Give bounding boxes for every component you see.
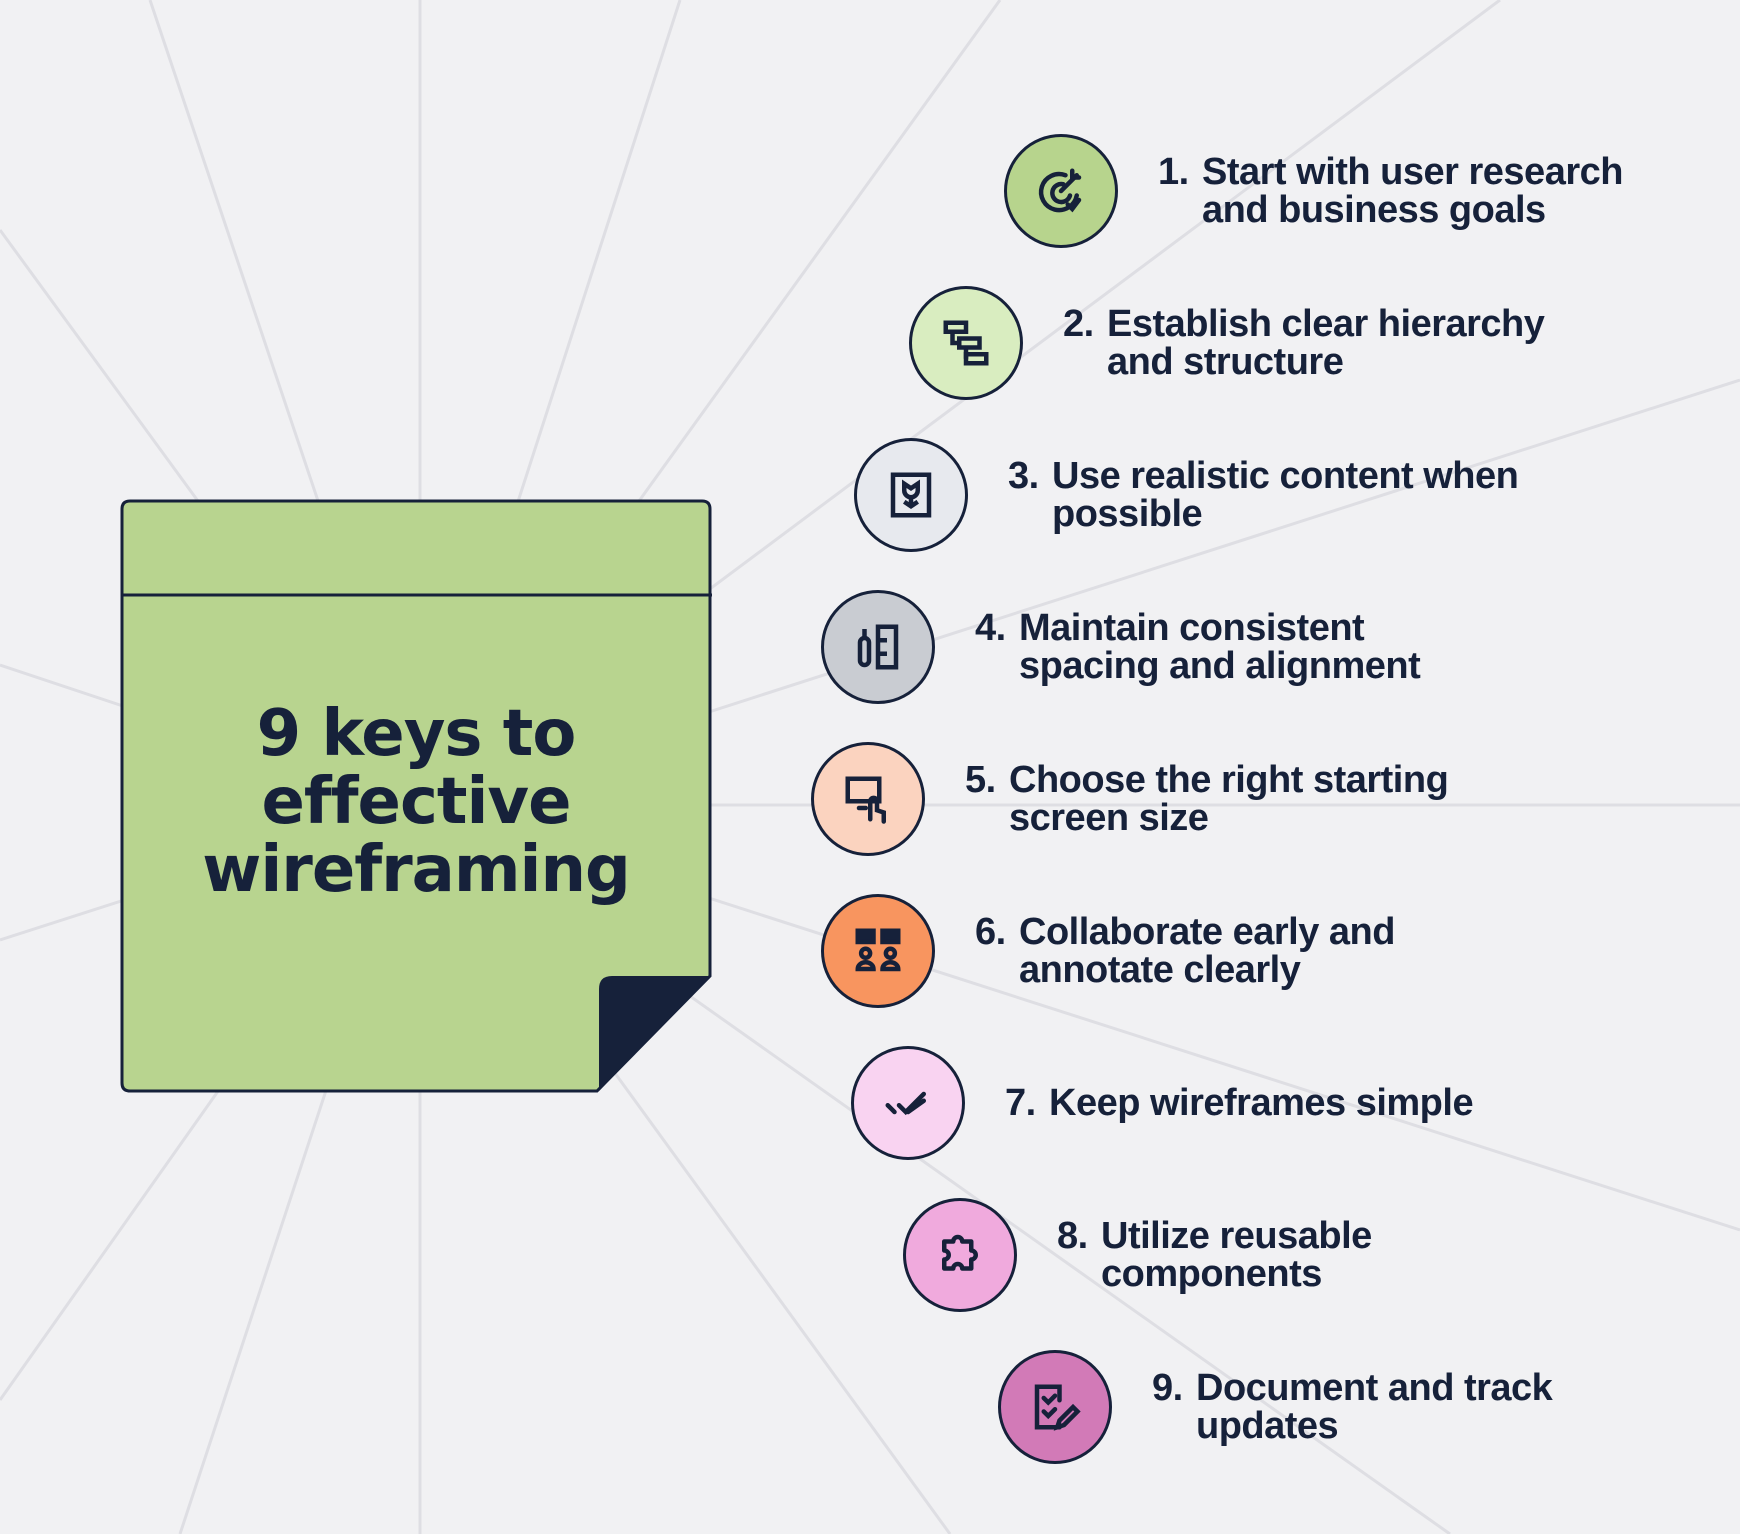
list-item: 7. Keep wireframes simple bbox=[851, 1046, 1474, 1160]
item-number: 8. bbox=[1057, 1215, 1088, 1257]
collaboration-icon bbox=[821, 894, 935, 1008]
list-item: 2. Establish clear hierarchy and structur… bbox=[909, 286, 1577, 400]
item-number: 1. bbox=[1158, 151, 1189, 193]
item-number: 7. bbox=[1005, 1082, 1036, 1124]
sticky-note bbox=[120, 499, 712, 1093]
alignment-icon bbox=[821, 590, 935, 704]
list-item: 6. Collaborate early and annotate clearly bbox=[821, 894, 1489, 1008]
item-text: Utilize reusable components bbox=[1101, 1215, 1372, 1295]
list-item: 4. Maintain consistent spacing and alignm… bbox=[821, 590, 1489, 704]
item-text: Start with user research and business go… bbox=[1202, 151, 1623, 231]
double-check-icon bbox=[851, 1046, 965, 1160]
list-item: 3. Use realistic content when possible bbox=[854, 438, 1522, 552]
item-text: Establish clear hierarchy and structure bbox=[1107, 303, 1545, 383]
item-text: Keep wireframes simple bbox=[1049, 1082, 1474, 1124]
list-item: 1. Start with user research and business … bbox=[1004, 134, 1672, 248]
touch-screen-icon bbox=[811, 742, 925, 856]
puzzle-icon bbox=[903, 1198, 1017, 1312]
list-item: 8. Utilize reusable components bbox=[903, 1198, 1571, 1312]
item-number: 9. bbox=[1152, 1367, 1183, 1409]
item-text: Use realistic content when possible bbox=[1052, 455, 1519, 535]
item-text: Collaborate early and annotate clearly bbox=[1019, 911, 1395, 991]
item-text: Maintain consistent spacing and alignmen… bbox=[1019, 607, 1421, 687]
image-frame-icon bbox=[854, 438, 968, 552]
list-item: 9. Document and track updates bbox=[998, 1350, 1666, 1464]
page-title: 9 keys to effective wireframing bbox=[202, 697, 631, 907]
item-text: Choose the right starting screen size bbox=[1009, 759, 1449, 839]
item-number: 2. bbox=[1063, 303, 1094, 345]
list-item: 5. Choose the right starting screen size bbox=[811, 742, 1479, 856]
item-number: 4. bbox=[975, 607, 1006, 649]
document-edit-icon bbox=[998, 1350, 1112, 1464]
item-number: 5. bbox=[965, 759, 996, 801]
hierarchy-icon bbox=[909, 286, 1023, 400]
item-number: 6. bbox=[975, 911, 1006, 953]
item-number: 3. bbox=[1008, 455, 1039, 497]
target-goal-icon bbox=[1004, 134, 1118, 248]
item-text: Document and track updates bbox=[1196, 1367, 1553, 1447]
